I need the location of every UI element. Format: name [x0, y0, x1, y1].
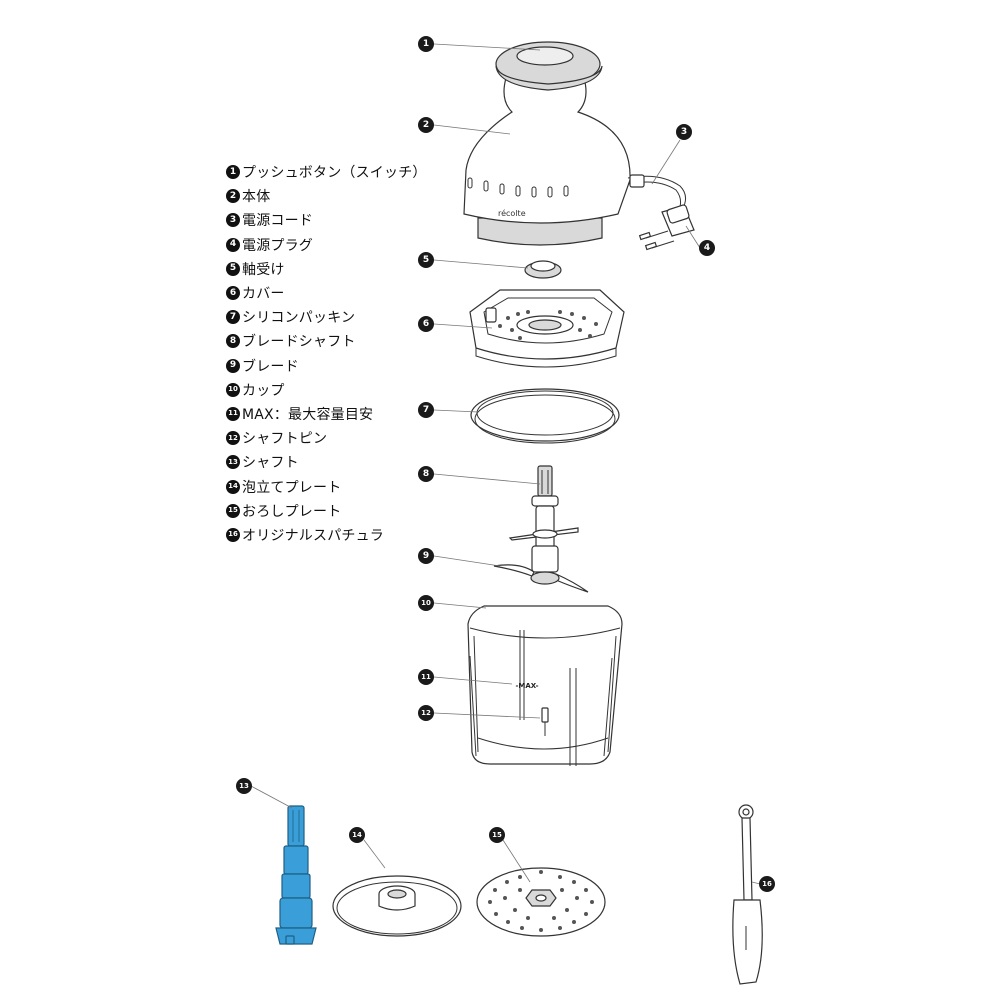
legend-number: 8 [226, 334, 240, 349]
silicone-gasket [470, 388, 620, 444]
callout-6: 6 [418, 316, 434, 332]
legend-number: 10 [226, 382, 240, 397]
legend-number: 2 [226, 189, 240, 204]
legend-label: プッシュボタン（スイッチ） [242, 165, 427, 182]
callout-1: 1 [418, 36, 434, 52]
legend-label: シャフトピン [242, 431, 328, 448]
legend-label: シリコンパッキン [242, 310, 356, 327]
blade-shaft [508, 465, 579, 549]
legend-number: 1 [226, 165, 240, 180]
power-cord [627, 174, 686, 213]
whisking-plate [332, 875, 462, 937]
legend-label: 電源コード [242, 213, 313, 230]
legend-number: 9 [226, 358, 240, 373]
legend-number: 16 [226, 527, 240, 542]
max-mark: -MAX- [515, 682, 538, 690]
callout-2: 2 [418, 117, 434, 133]
legend-number: 14 [226, 479, 240, 494]
svg-text:3: 3 [681, 127, 687, 137]
legend-number: 3 [226, 213, 240, 228]
legend-label: ブレードシャフト [242, 334, 356, 351]
legend-number: 12 [226, 431, 240, 446]
brand-mark: récolte [498, 208, 526, 218]
svg-text:8: 8 [423, 469, 429, 479]
legend-label: オリジナルスパチュラ [242, 527, 384, 544]
svg-text:5: 5 [423, 255, 429, 265]
svg-text:16: 16 [762, 880, 772, 888]
svg-text:4: 4 [704, 243, 710, 253]
svg-text:7: 7 [423, 405, 429, 415]
callout-16: 16 [759, 876, 775, 892]
callout-4: 4 [699, 240, 715, 256]
callout-8: 8 [418, 466, 434, 482]
legend-label: 本体 [242, 189, 271, 206]
callout-15: 15 [489, 827, 505, 843]
callout-11: 11 [418, 669, 434, 685]
svg-text:10: 10 [421, 599, 431, 607]
callout-3: 3 [676, 124, 692, 140]
svg-text:12: 12 [421, 709, 431, 717]
power-plug [638, 204, 695, 251]
legend-label: MAX：最大容量目安 [242, 406, 374, 423]
svg-text:1: 1 [423, 39, 429, 49]
callout-7: 7 [418, 402, 434, 418]
leader-lines [250, 43, 761, 885]
legend-number: 7 [226, 310, 240, 325]
legend-label: 電源プラグ [242, 237, 313, 254]
vent-slots [467, 177, 569, 198]
callout-10: 10 [418, 595, 434, 611]
svg-text:15: 15 [492, 831, 502, 839]
svg-text:14: 14 [352, 831, 362, 839]
legend-number: 13 [226, 455, 240, 470]
spatula [732, 804, 763, 985]
svg-text:2: 2 [423, 120, 429, 130]
svg-text:9: 9 [423, 551, 429, 561]
legend-label: ブレード [242, 358, 299, 375]
svg-text:11: 11 [421, 673, 431, 681]
blade [493, 545, 589, 593]
legend-label: シャフト [242, 455, 299, 472]
main-body: récolte [463, 41, 631, 246]
svg-text:6: 6 [423, 319, 429, 329]
legend-number: 5 [226, 261, 240, 276]
callout-13: 13 [236, 778, 252, 794]
grating-plate [476, 867, 606, 937]
callout-14: 14 [349, 827, 365, 843]
legend-label: おろしプレート [242, 503, 342, 520]
legend-number: 6 [226, 286, 240, 301]
callout-12: 12 [418, 705, 434, 721]
callout-5: 5 [418, 252, 434, 268]
legend-label: カバー [242, 286, 285, 303]
legend-label: 泡立てプレート [242, 479, 342, 496]
legend-label: 軸受け [242, 261, 285, 278]
legend-label: カップ [242, 382, 285, 399]
legend-number: 15 [226, 503, 240, 518]
cup: -MAX- [467, 605, 623, 766]
bearing [524, 260, 562, 279]
legend-number: 11 [226, 406, 240, 421]
legend-number: 4 [226, 237, 240, 252]
shaft [275, 805, 317, 945]
svg-text:13: 13 [239, 782, 249, 790]
cover [469, 289, 625, 368]
callout-9: 9 [418, 548, 434, 564]
